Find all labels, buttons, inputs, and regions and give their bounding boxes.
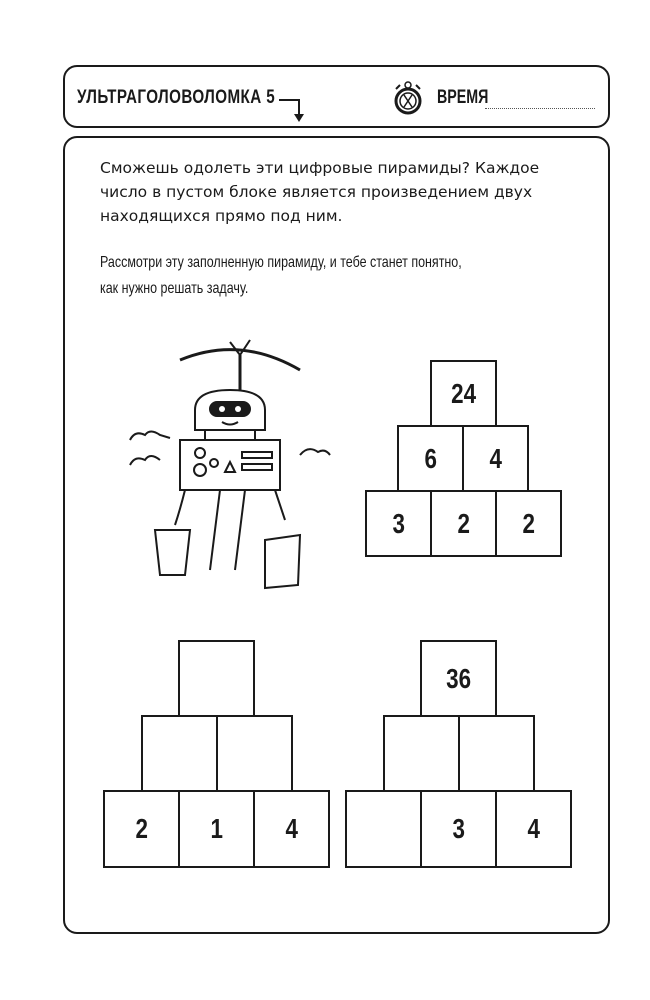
pyramid-cell: 2 bbox=[430, 490, 497, 557]
pyramid-cell-empty[interactable] bbox=[345, 790, 422, 868]
pyramid-cell: 4 bbox=[495, 790, 572, 868]
time-label: ВРЕМЯ bbox=[437, 87, 489, 108]
pyramid-cell-empty[interactable] bbox=[216, 715, 293, 792]
pyramid-cell-empty[interactable] bbox=[458, 715, 535, 792]
pyramid-cell: 3 bbox=[365, 490, 432, 557]
pyramid-cell: 4 bbox=[462, 425, 529, 492]
hint-line: как нужно решать задачу. bbox=[100, 280, 249, 297]
pyramid-cell: 3 bbox=[420, 790, 497, 868]
pyramid-cell: 6 bbox=[397, 425, 464, 492]
pyramid-cell: 2 bbox=[495, 490, 562, 557]
pyramid-cell-empty[interactable] bbox=[383, 715, 460, 792]
pyramid-cell: 1 bbox=[178, 790, 255, 868]
puzzle-title: УЛЬТРАГОЛОВОЛОМКА 5 bbox=[77, 87, 276, 108]
pyramid-cell: 24 bbox=[430, 360, 497, 427]
hint-line: Рассмотри эту заполненную пирамиду, и те… bbox=[100, 254, 462, 271]
instructions: Сможешь одолеть эти цифровые пирамиды? К… bbox=[100, 159, 540, 225]
robot-illustration bbox=[129, 339, 331, 590]
hint-text: Рассмотри эту заполненную пирамиду, и те… bbox=[100, 250, 537, 302]
header-panel: УЛЬТРАГОЛОВОЛОМКА 5 ВРЕМЯ bbox=[63, 65, 610, 128]
main-panel bbox=[63, 136, 610, 934]
pyramid-cell: 36 bbox=[420, 640, 497, 717]
alarm-clock-icon bbox=[394, 81, 422, 115]
pyramid-cell: 2 bbox=[103, 790, 180, 868]
time-field[interactable] bbox=[485, 108, 595, 109]
pyramid-cell-empty[interactable] bbox=[141, 715, 218, 792]
pyramid-cell-empty[interactable] bbox=[178, 640, 255, 717]
pyramid-cell: 4 bbox=[253, 790, 330, 868]
arrow-down-icon bbox=[279, 99, 304, 122]
